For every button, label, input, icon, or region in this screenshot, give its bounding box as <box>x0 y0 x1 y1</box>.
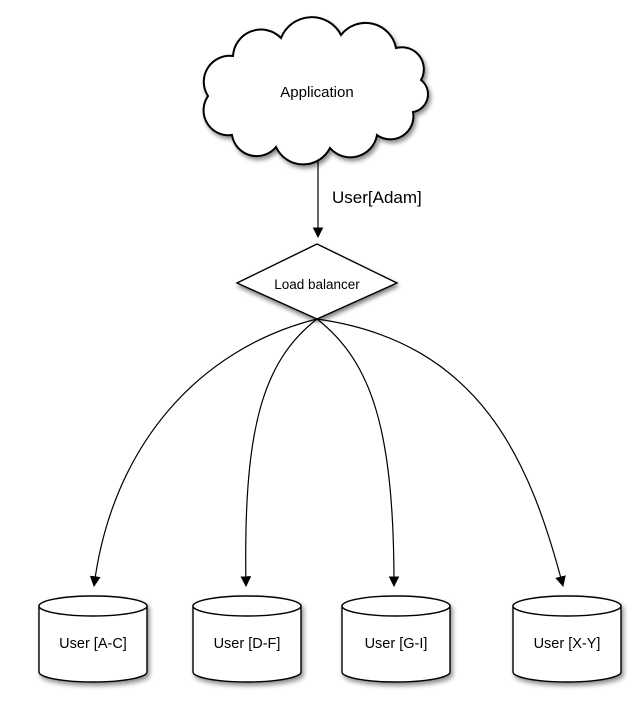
cylinder-top <box>341 595 451 617</box>
cylinder-top <box>512 595 622 617</box>
edge-lb-to-shard-d-f <box>240 318 318 588</box>
edge-lb-to-shard-x-y <box>316 318 566 588</box>
shard-cylinder-x-y: User [X-Y] <box>512 595 622 683</box>
shard-label: User [G-I] <box>365 636 428 652</box>
shard-cylinder-g-i: User [G-I] <box>341 595 451 683</box>
cylinder-top <box>38 595 148 617</box>
application-label: Application <box>280 84 353 101</box>
cylinder-body <box>192 605 302 683</box>
cylinder-body <box>38 605 148 683</box>
load-balancer-node: Load balancer <box>235 243 399 320</box>
cloud-shape <box>202 16 429 166</box>
application-cloud-node: Application <box>202 16 429 166</box>
cylinder-body <box>512 605 622 683</box>
shard-label: User [X-Y] <box>534 636 601 652</box>
shard-cylinder-d-f: User [D-F] <box>192 595 302 683</box>
edge-lb-to-shard-g-i <box>316 318 400 588</box>
shard-label: User [A-C] <box>59 636 127 652</box>
cylinder-body <box>341 605 451 683</box>
diamond-shape <box>235 243 399 320</box>
edge-lb-to-shard-a-c <box>89 318 318 588</box>
cylinder-top <box>192 595 302 617</box>
edge-label-user-adam: User[Adam] <box>332 188 422 207</box>
shard-label: User [D-F] <box>214 636 281 652</box>
load-balancer-label: Load balancer <box>274 277 360 292</box>
shard-cylinder-a-c: User [A-C] <box>38 595 148 683</box>
